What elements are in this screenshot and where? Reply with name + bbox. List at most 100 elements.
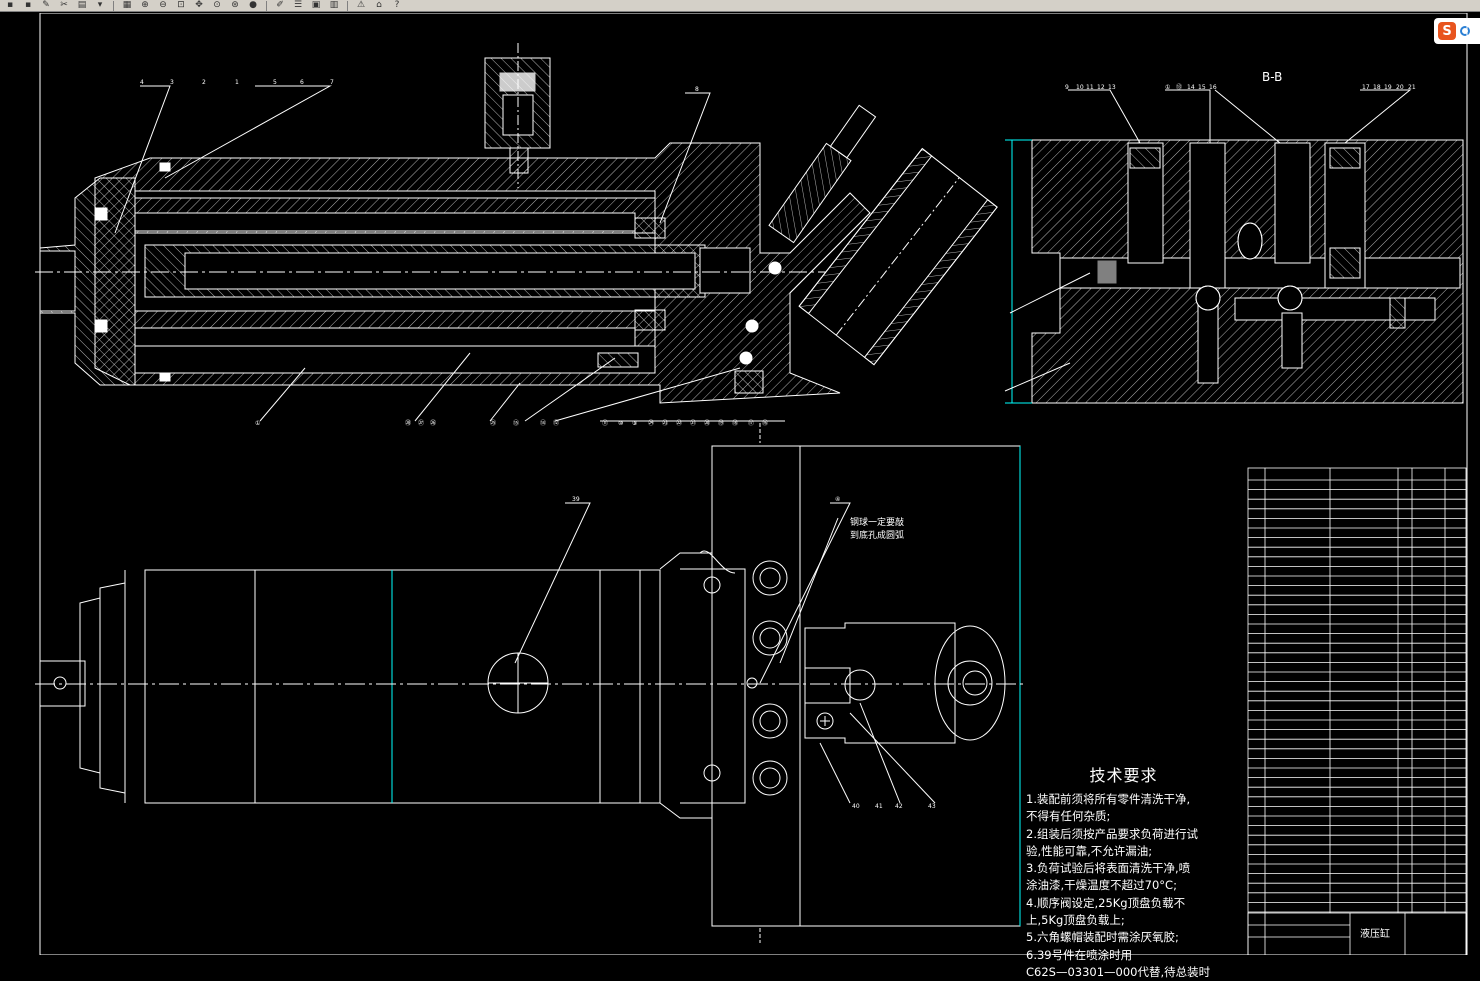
print-icon[interactable]: ▪ bbox=[24, 0, 32, 10]
tech-line: 验,性能可靠,不允许漏油; bbox=[1026, 843, 1153, 858]
part-label-6: 6 bbox=[300, 79, 304, 86]
callout-label: 40 bbox=[852, 803, 860, 810]
callout-label: ㉑ bbox=[690, 419, 696, 427]
pan-icon[interactable]: ✥ bbox=[195, 0, 203, 10]
callout-label: ⑮ bbox=[513, 419, 519, 427]
callout-label: 10 bbox=[1076, 84, 1084, 91]
technical-requirements: 技术要求 1.装配前须将所有零件清洗干净,不得有任何杂质;2.组装后须按产品要求… bbox=[1026, 762, 1221, 981]
tech-line: 4.顺序阀设定,25Kg顶盘负载不 bbox=[1026, 895, 1186, 910]
part-labels-left: 4 3 2 1 5 6 7 8 bbox=[140, 79, 699, 93]
callout-label: 16 bbox=[1209, 84, 1217, 91]
note-text: 钢球一定要敲 到底孔成圆弧 bbox=[850, 516, 904, 541]
callout-label: ㉓ bbox=[662, 419, 668, 427]
part-label-8: 8 bbox=[695, 86, 699, 93]
part-label-3: 3 bbox=[170, 79, 174, 86]
tech-line: 不得有任何杂质; bbox=[1026, 809, 1111, 824]
callout-label: ① bbox=[1165, 84, 1170, 91]
callout-label: 20 bbox=[1396, 84, 1404, 91]
zoom-prev-icon[interactable]: ⊙ bbox=[213, 0, 221, 10]
callout-label: 12 bbox=[1097, 84, 1105, 91]
callout-label: ⑯ bbox=[762, 419, 768, 427]
callout-label: 18 bbox=[1373, 84, 1381, 91]
callout-label: ㉒ bbox=[676, 419, 682, 427]
ime-indicator[interactable]: S bbox=[1434, 18, 1480, 44]
zoom-window-icon[interactable]: ⊡ bbox=[177, 0, 185, 10]
callout-label: ④ bbox=[835, 496, 840, 503]
callout-label: 43 bbox=[928, 803, 936, 810]
render-icon[interactable]: ● bbox=[249, 0, 257, 10]
tech-lines: 1.装配前须将所有零件清洗干净, 不得有任何杂质; 2.组装后须按产品要求负荷进行试… bbox=[1026, 791, 1221, 981]
dropdown-icon[interactable]: ▾ bbox=[97, 0, 103, 10]
callout-label: 42 bbox=[895, 803, 903, 810]
callout-label: 17 bbox=[1362, 84, 1370, 91]
part-label-7: 7 bbox=[330, 79, 334, 86]
cut-icon[interactable]: ✂ bbox=[60, 0, 68, 10]
part-label-4: 4 bbox=[140, 79, 144, 86]
tech-line: 3.负荷试验后将表面清洗干净,喷 bbox=[1026, 861, 1191, 876]
callout-label: ⑪ bbox=[602, 419, 608, 427]
callout-label: 21 bbox=[1408, 84, 1416, 91]
callout-label: ㉖ bbox=[430, 419, 436, 427]
save-icon[interactable]: ▪ bbox=[6, 0, 14, 10]
tech-line: 1.装配前须将所有零件清洗干净, bbox=[1026, 792, 1191, 806]
part-label-5: 5 bbox=[273, 79, 277, 86]
callout-label: ⑨ bbox=[632, 420, 637, 427]
callout-label: ⑲ bbox=[718, 419, 724, 427]
note-line-1: 钢球一定要敲 bbox=[850, 516, 904, 528]
tech-line: 涂油漆,干燥温度不超过70°C; bbox=[1026, 878, 1177, 893]
sogou-logo-icon: S bbox=[1438, 22, 1456, 40]
drawing-border bbox=[39, 13, 1468, 955]
callout-label: ㉗ bbox=[418, 419, 424, 427]
help-icon[interactable]: ? bbox=[394, 0, 400, 10]
part-label-1: 1 bbox=[235, 79, 239, 86]
callout-label: 39 bbox=[572, 496, 580, 503]
tech-line: 6.39号件在喷涂时用 bbox=[1026, 947, 1133, 962]
open-icon[interactable]: ✎ bbox=[42, 0, 50, 10]
callout-label: 14 bbox=[1187, 84, 1195, 91]
warning-icon[interactable]: ⚠ bbox=[356, 0, 366, 10]
cad-toolbar: ▪ ▪ ✎ ✂ ▤ ▾ ▦ ⊕ ⊖ ⊡ ✥ ⊙ ⊛ ● ✐ ☰ ▣ ▥ ⚠ ⌂? bbox=[0, 0, 1480, 12]
section-bb-view bbox=[1004, 89, 1464, 404]
title-block bbox=[1247, 912, 1467, 955]
tech-line: 5.六角螺帽装配时需涂厌氧胶; bbox=[1026, 930, 1179, 945]
home-icon[interactable]: ⌂ bbox=[376, 0, 382, 10]
callout-label: 19 bbox=[1384, 84, 1392, 91]
table-icon[interactable]: ▥ bbox=[329, 0, 339, 10]
callout-label: ㉕ bbox=[490, 419, 496, 427]
callout-label: 9 bbox=[1065, 84, 1069, 91]
callout-label: ㉔ bbox=[648, 419, 654, 427]
view-callouts: 39 ④ 40 41 42 43 bbox=[572, 496, 936, 810]
tech-line: 2.组装后须按产品要求负荷进行试 bbox=[1026, 826, 1198, 841]
properties-icon[interactable]: ▣ bbox=[311, 0, 321, 10]
tech-line: 上,5Kg顶盘负载上; bbox=[1026, 913, 1125, 928]
toolbar-separator bbox=[347, 0, 348, 11]
part-label-2: 2 bbox=[202, 79, 206, 86]
pen-icon[interactable]: ✐ bbox=[276, 0, 284, 10]
callout-label: ⑫ bbox=[553, 419, 559, 427]
title-block-name: 液压缸 bbox=[1360, 927, 1390, 940]
callout-label: 41 bbox=[875, 803, 883, 810]
callout-label: ㉘ bbox=[405, 419, 411, 427]
callout-label: 15 bbox=[1198, 84, 1206, 91]
zoom-all-icon[interactable]: ⊛ bbox=[231, 0, 239, 10]
cylinder-top-view bbox=[35, 445, 1025, 943]
callout-label: 11 bbox=[1086, 84, 1094, 91]
tech-line: C62S—03301—000代替,待总装时 bbox=[1026, 964, 1211, 979]
callout-label: ⑬ bbox=[1176, 83, 1182, 91]
section-label-bb: B-B bbox=[1262, 70, 1282, 84]
cylinder-section-view bbox=[35, 43, 998, 443]
preview-icon[interactable]: ▦ bbox=[122, 0, 132, 10]
callout-label: ⑱ bbox=[732, 419, 738, 427]
paste-icon[interactable]: ▤ bbox=[77, 0, 87, 10]
callout-label: ⑭ bbox=[540, 419, 546, 427]
callout-label: ⑰ bbox=[748, 419, 754, 427]
zoom-out-icon[interactable]: ⊖ bbox=[159, 0, 167, 10]
callout-label: 13 bbox=[1108, 84, 1116, 91]
layer-icon[interactable]: ☰ bbox=[293, 0, 303, 10]
toolbar-separator bbox=[113, 0, 114, 11]
ime-status-icon bbox=[1460, 26, 1470, 36]
zoom-in-icon[interactable]: ⊕ bbox=[141, 0, 149, 10]
